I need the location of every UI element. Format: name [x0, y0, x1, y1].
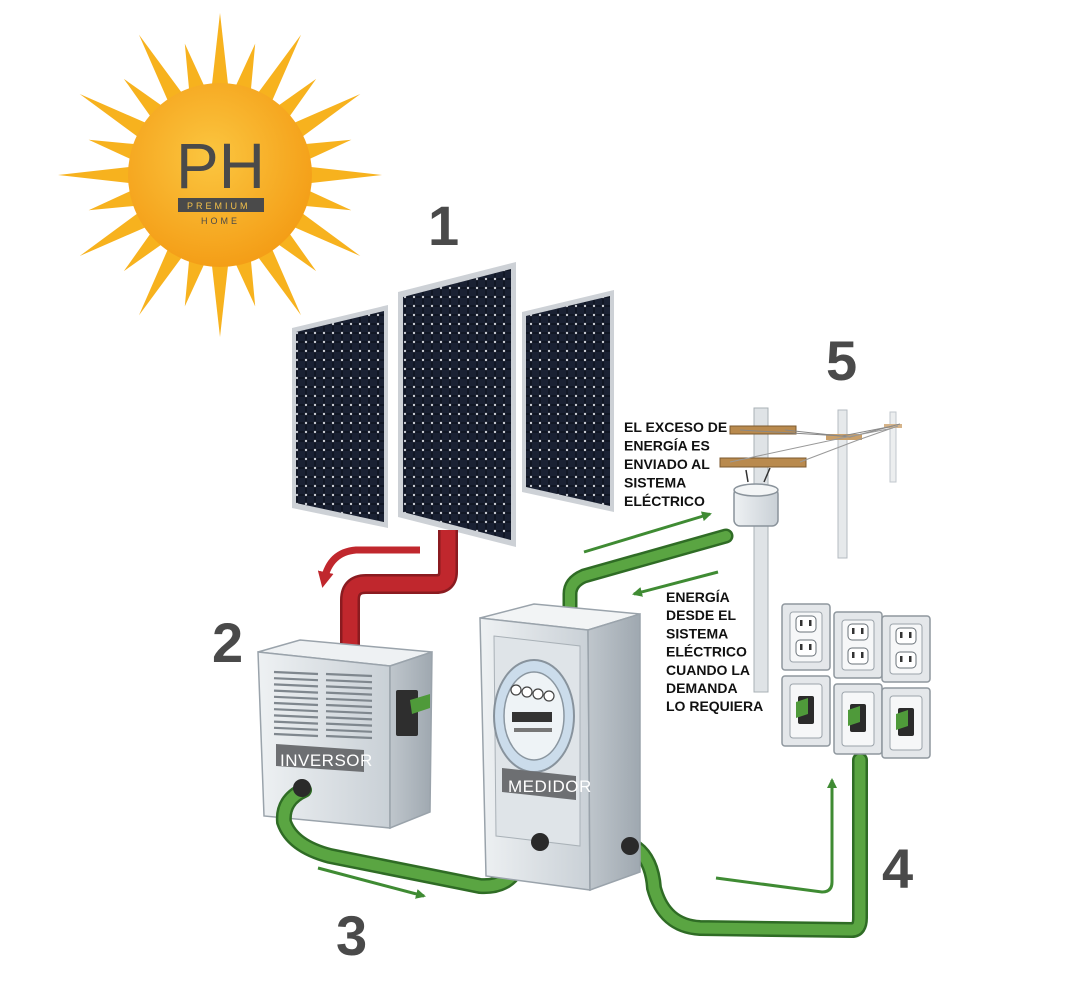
step-number-4: 4 — [882, 837, 913, 900]
note-line: DEMANDA — [666, 680, 738, 696]
premium-home-logo: PH PREMIUM HOME — [58, 13, 382, 337]
note-line: ELÉCTRICO — [624, 493, 705, 509]
grid-demand-note: ENERGÍA DESDE EL SISTEMA ELÉCTRICO CUANDO LA… — [666, 589, 763, 714]
note-line: ENERGÍA — [666, 589, 730, 605]
flow-arrows — [317, 511, 837, 899]
note-line: CUANDO LA — [666, 662, 750, 678]
flow-to-outlets-arrow-icon — [715, 778, 837, 894]
outlets-and-switches — [781, 603, 931, 759]
pole-transformer-icon — [733, 467, 779, 527]
step-number-1: 1 — [428, 194, 459, 257]
meter-label: MEDIDOR — [508, 777, 592, 796]
sun-icon — [128, 83, 312, 267]
logo-line1: PREMIUM — [187, 201, 251, 211]
note-line: DESDE EL — [666, 607, 736, 623]
note-line: ENERGÍA ES — [624, 438, 710, 454]
note-line: LO REQUIERA — [666, 698, 763, 714]
dc-flow-arrow-icon — [317, 546, 420, 588]
solar-panel-center — [398, 262, 516, 547]
flow-from-grid-arrow-icon — [632, 570, 719, 597]
solar-panel-right — [522, 290, 614, 512]
note-line: ENVIADO AL — [624, 456, 710, 472]
note-line: SISTEMA — [624, 475, 686, 491]
flow-to-grid-arrow-icon — [583, 511, 712, 554]
step-number-5: 5 — [826, 329, 857, 392]
inverter-plate — [276, 744, 364, 772]
note-line: SISTEMA — [666, 625, 728, 641]
meter-plate — [502, 768, 576, 800]
electric-meter-icon — [493, 659, 575, 773]
utility-poles — [719, 407, 902, 693]
logo-line2: HOME — [201, 216, 240, 226]
inverter-vents-icon — [273, 670, 373, 740]
solar-panel-left — [292, 305, 388, 528]
step-number-3: 3 — [336, 904, 367, 967]
meter-box: MEDIDOR — [293, 603, 641, 892]
inverter-label: INVERSOR — [280, 751, 373, 770]
dc-cable — [317, 530, 458, 660]
inverter-box: INVERSOR — [257, 639, 433, 830]
solar-panels — [292, 262, 614, 547]
logo-band — [178, 198, 264, 212]
note-line: ELÉCTRICO — [666, 644, 747, 660]
note-line: EL EXCESO DE — [624, 419, 727, 435]
step-number-2: 2 — [212, 611, 243, 674]
logo-initials: PH — [176, 130, 265, 202]
excess-energy-note: EL EXCESO DE ENERGÍA ES ENVIADO AL SISTEMA E… — [624, 419, 727, 509]
flow-inverter-to-meter-arrow-icon — [317, 866, 426, 899]
